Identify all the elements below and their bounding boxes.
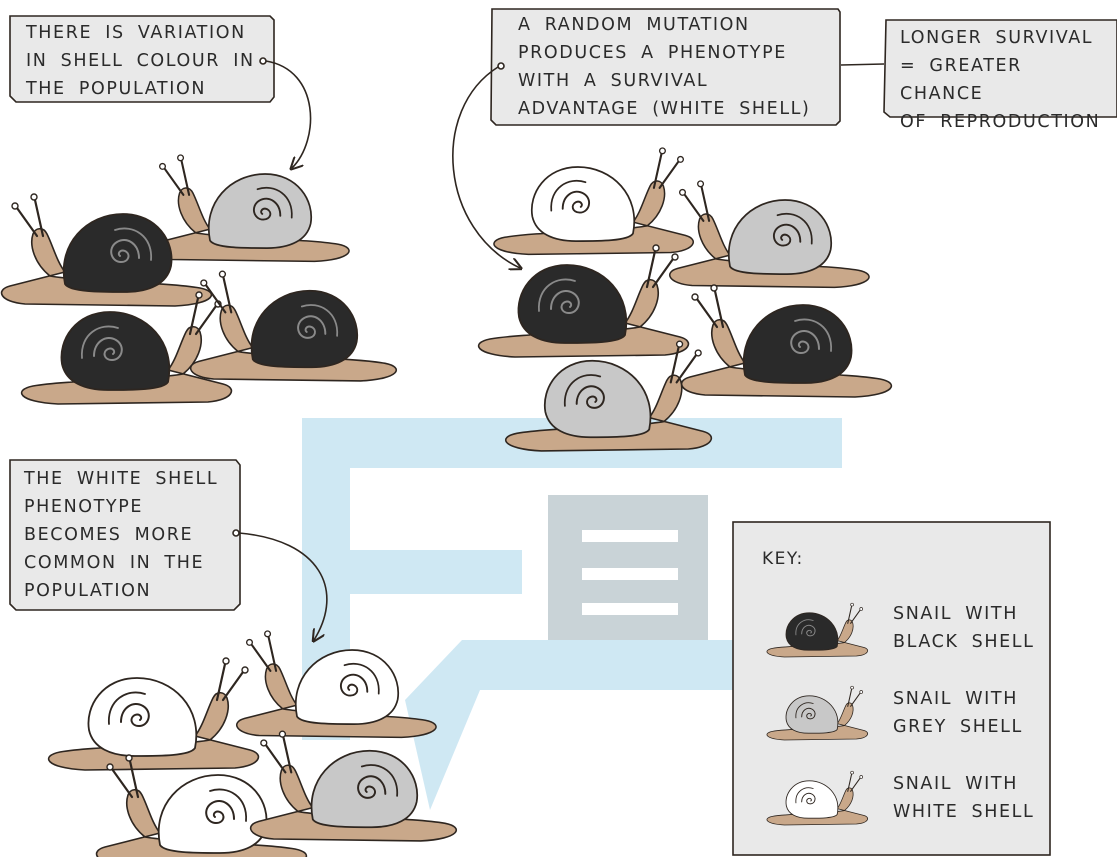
watermark-logo bbox=[302, 418, 842, 810]
after-mutation-population bbox=[477, 146, 893, 453]
callout-variation-text: There is variation in shell colour in th… bbox=[26, 23, 255, 99]
snail-grey-shell bbox=[504, 340, 713, 453]
connector-dot bbox=[232, 529, 240, 537]
arrow-mutation bbox=[452, 66, 520, 268]
callout-common-text: The white shell phenotype becomes more c… bbox=[24, 469, 219, 601]
arrow-common bbox=[238, 532, 328, 640]
initial-population bbox=[0, 153, 398, 406]
connector-line bbox=[840, 63, 885, 66]
callout-mutation-text: A random mutation produces a phenotype w… bbox=[518, 15, 811, 119]
callout-box-survival bbox=[883, 19, 1117, 118]
callout-box-mutation bbox=[490, 8, 841, 126]
later-population bbox=[47, 629, 458, 857]
arrow-variation bbox=[265, 60, 312, 168]
snail-white-shell bbox=[95, 753, 308, 857]
key-label-black: Snail with black shell bbox=[893, 604, 1035, 652]
snail-white-shell bbox=[47, 656, 260, 772]
snail-grey-shell bbox=[668, 179, 871, 289]
callout-box-variation bbox=[9, 15, 275, 103]
snail-black-shell bbox=[680, 283, 893, 399]
snail-white-shell bbox=[492, 146, 695, 256]
connector-dot bbox=[497, 62, 505, 70]
snail-black-shell bbox=[20, 290, 233, 406]
callout-box-common bbox=[9, 459, 241, 611]
key-label-white: Snail with white shell bbox=[893, 774, 1035, 822]
callout-survival-text: Longer survival = greater chance of repr… bbox=[900, 28, 1101, 132]
key-label-grey: Snail with grey shell bbox=[893, 689, 1023, 737]
snail-black-shell bbox=[189, 270, 398, 383]
snail-grey-shell bbox=[148, 153, 351, 263]
connector-dot bbox=[259, 57, 267, 65]
key-title: KEY: bbox=[762, 549, 804, 569]
